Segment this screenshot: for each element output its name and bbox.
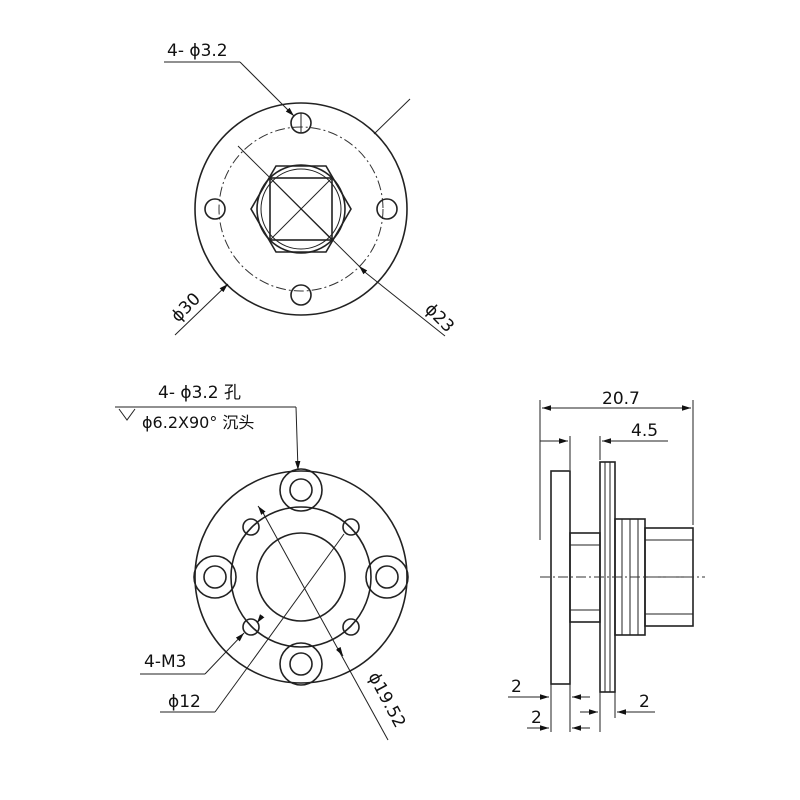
bottom-countersink-label: ϕ6.2X90° 沉头	[142, 413, 254, 432]
top-square-bore	[269, 177, 333, 241]
bottom-hole-left	[203, 565, 227, 589]
bottom-m3-bl	[242, 618, 260, 636]
top-hex-nut	[250, 165, 352, 253]
top-outer-dia-label: ϕ30	[167, 289, 204, 326]
bottom-cs-left	[193, 555, 237, 599]
top-nut-circle	[256, 164, 346, 254]
top-outer-circle	[194, 102, 408, 316]
top-pcd-label: ϕ23	[420, 299, 457, 336]
top-view: 4- ϕ3.2 ϕ30 ϕ23	[164, 41, 458, 337]
top-hole-label: 4- ϕ3.2	[167, 41, 228, 61]
side-length-label: 20.7	[602, 389, 640, 409]
bottom-bore-label: ϕ12	[168, 692, 201, 712]
bottom-pcd-label: ϕ19.52	[364, 669, 410, 731]
bottom-cs-bottom	[279, 642, 323, 686]
bottom-hole-top	[289, 478, 313, 502]
top-hole-bottom	[290, 284, 312, 306]
top-hole-right	[376, 198, 398, 220]
bottom-cs-top	[279, 468, 323, 512]
bottom-bore	[256, 532, 346, 622]
side-offset-label: 4.5	[631, 421, 658, 441]
bottom-m3-tr	[342, 518, 360, 536]
side-view: 20.7 4.5 2 2 2	[508, 389, 705, 732]
side-thick-mid-label: 2	[531, 708, 542, 728]
bottom-cs-right	[365, 555, 409, 599]
bottom-m3-br	[342, 618, 360, 636]
bottom-hole-bottom	[289, 652, 313, 676]
side-thick-right-label: 2	[639, 692, 650, 712]
bottom-outer-circle	[194, 470, 408, 684]
bottom-thread-label: 4-M3	[144, 652, 186, 672]
bottom-pitch-circle	[230, 506, 372, 648]
bottom-m3-tl	[242, 518, 260, 536]
side-thick-left-label: 2	[511, 677, 522, 697]
bottom-hole-right	[375, 565, 399, 589]
top-hole-left	[204, 198, 226, 220]
top-nut-inner-circle	[260, 168, 342, 250]
bottom-hole-label: 4- ϕ3.2 孔	[158, 383, 241, 403]
bottom-view: 4- ϕ3.2 孔 ϕ6.2X90° 沉头 4-M3 ϕ12 ϕ19.52	[115, 383, 410, 741]
